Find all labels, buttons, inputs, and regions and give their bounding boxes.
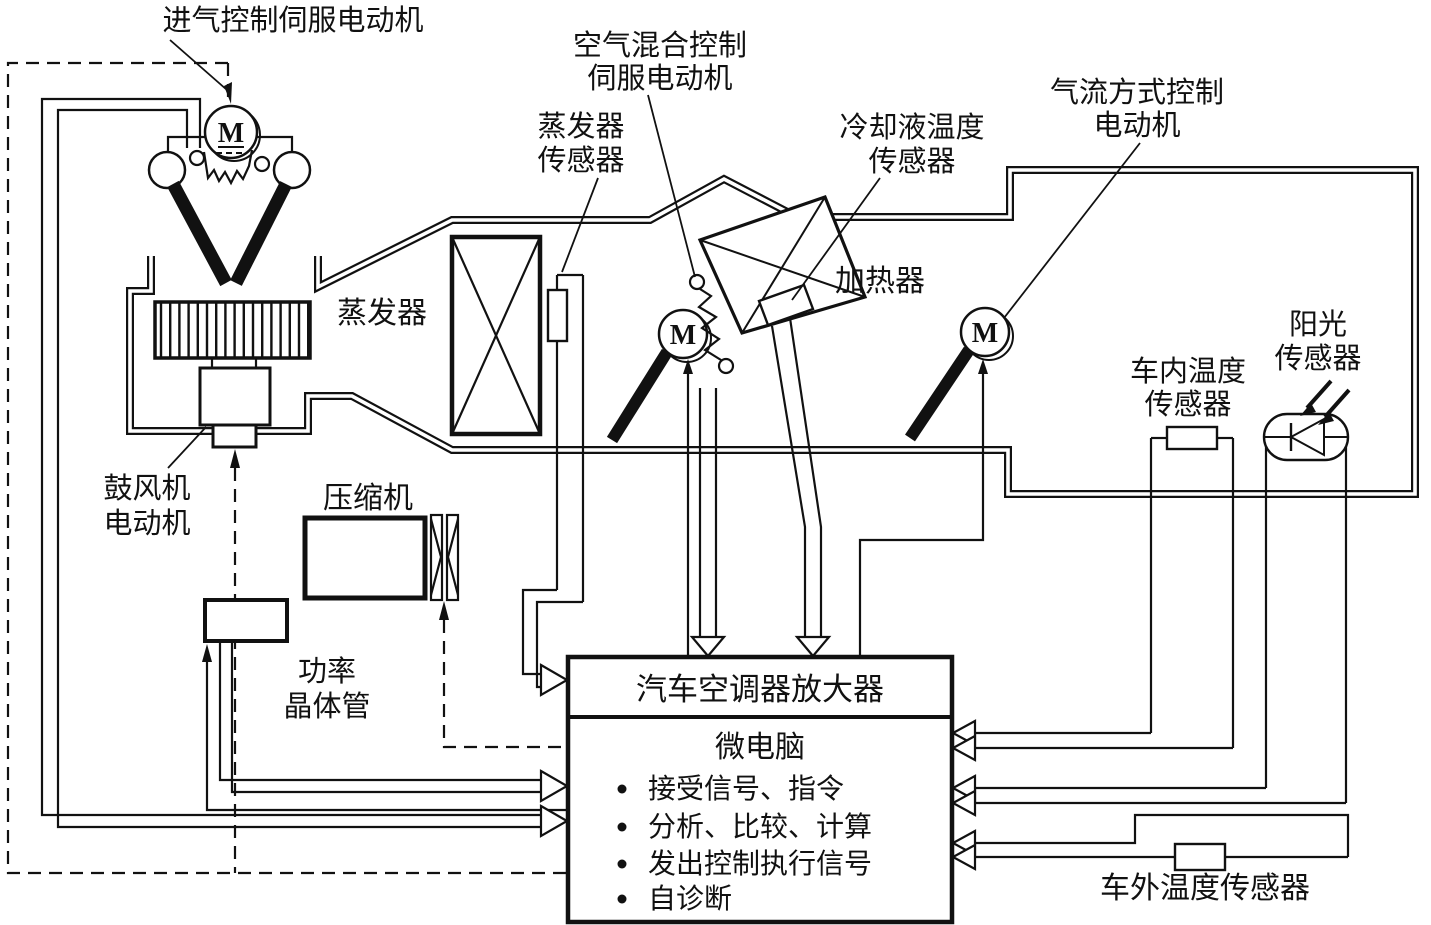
label-coolant-1: 冷却液温度 xyxy=(839,111,984,144)
evaporator-sensor-body xyxy=(546,288,569,343)
label-sun-2: 传感器 xyxy=(1274,342,1361,375)
compressor-assembly xyxy=(302,513,460,602)
air-mix-motor-symbol: M xyxy=(670,320,696,351)
arrow-to-transistor xyxy=(202,644,212,662)
heater xyxy=(697,194,868,335)
airflow-label-pointer xyxy=(1003,142,1141,319)
amp-function-3: 发出控制执行信号 xyxy=(648,848,872,880)
arrow-evaporator-sensor xyxy=(539,663,570,697)
arrow-to-clutch xyxy=(439,601,449,620)
transistor-control-line xyxy=(205,660,568,812)
arrow-to-air-mix-motor xyxy=(683,359,693,374)
arrow-to-blower xyxy=(230,449,240,468)
amplifier-box xyxy=(565,654,955,925)
sunlight-rays xyxy=(1300,379,1351,425)
label-sun-1: 阳光 xyxy=(1289,308,1347,341)
label-air-mix-1: 空气混合控制 xyxy=(573,29,747,62)
air-duct-outline xyxy=(126,166,1419,498)
label-heater: 加热器 xyxy=(835,265,925,298)
transistor-wire-2 xyxy=(230,641,543,794)
microcomputer-label: 微电脑 xyxy=(715,731,805,764)
arrow-cabin-temp-2 xyxy=(950,734,977,762)
bullet-dot-2 xyxy=(617,822,627,832)
blower-motor-tab xyxy=(211,423,258,449)
label-pointers xyxy=(167,39,1141,469)
wiring xyxy=(40,97,1350,859)
potentiometer-bottom-pivot xyxy=(717,357,735,375)
door-pivot-left xyxy=(188,149,206,167)
intake-door-flap-left xyxy=(167,180,232,287)
evaporator xyxy=(449,234,543,437)
label-transistor-2: 晶体管 xyxy=(283,690,370,723)
signal-arrows xyxy=(539,635,977,871)
intake-label-arrowhead xyxy=(224,82,232,104)
label-evap-sensor-2: 传感器 xyxy=(537,144,624,177)
compressor-body xyxy=(302,515,428,601)
label-airflow-1: 气流方式控制 xyxy=(1050,76,1224,109)
mode-door-lever xyxy=(905,346,974,442)
evap-sensor-label-pointer xyxy=(561,177,599,273)
intake-motor-circle xyxy=(203,104,259,160)
potentiometer-zigzag xyxy=(697,288,722,361)
arrow-sun-2 xyxy=(950,789,977,817)
servo-gear-sector xyxy=(202,149,254,186)
air-mix-servo-motor: M xyxy=(606,273,735,444)
transistor-wire-1 xyxy=(218,641,543,782)
arrow-to-airflow-motor xyxy=(978,359,988,374)
air-mix-label-pointer xyxy=(647,94,696,278)
arrow-outside-temp-2 xyxy=(950,843,977,871)
intake-door-flap-right xyxy=(230,181,292,286)
label-air-mix-2: 伺服电动机 xyxy=(587,62,732,95)
blower-label-pointer xyxy=(167,426,207,469)
control-arrows xyxy=(202,359,988,662)
blower-wire-outer xyxy=(40,97,543,817)
amp-function-2: 分析、比较、计算 xyxy=(648,811,872,843)
airflow-control-line xyxy=(858,372,985,657)
blower-wire-inner xyxy=(56,108,543,829)
cabin-temp-sensor-body xyxy=(1165,425,1219,451)
airflow-motor-symbol: M xyxy=(972,318,998,349)
arrow-power-transistor xyxy=(539,769,570,803)
label-outside-temp: 车外温度传感器 xyxy=(1100,872,1310,905)
label-compressor: 压缩机 xyxy=(323,482,413,515)
potentiometer-top-pivot xyxy=(688,273,706,291)
label-blower-2: 电动机 xyxy=(103,507,190,540)
arrow-blower-line xyxy=(539,804,570,838)
blower-fan xyxy=(153,300,312,360)
blower-motor xyxy=(198,366,272,427)
label-blower-1: 鼓风机 xyxy=(103,472,190,505)
coolant-label-pointer xyxy=(791,177,881,301)
intake-motor-symbol: M xyxy=(218,118,244,149)
label-cabin-1: 车内温度 xyxy=(1130,355,1246,388)
label-transistor-1: 功率 xyxy=(298,655,356,688)
intake-door-hub-left xyxy=(147,150,187,190)
bullet-dot-1 xyxy=(617,784,627,794)
bullet-dot-4 xyxy=(617,894,627,904)
arrow-coolant-feedback xyxy=(794,635,832,658)
label-intake-servo: 进气控制伺服电动机 xyxy=(162,4,423,37)
intake-door-hub-right xyxy=(272,150,312,190)
amp-function-4: 自诊断 xyxy=(648,883,732,915)
airflow-mode-motor: M xyxy=(905,306,1014,442)
coolant-temp-sensor-body xyxy=(757,283,815,327)
arrow-air-mix-feedback xyxy=(689,635,727,658)
blower-unit xyxy=(153,300,312,449)
power-transistor-body xyxy=(203,598,289,643)
label-airflow-2: 电动机 xyxy=(1093,109,1180,142)
amplifier-title: 汽车空调器放大器 xyxy=(636,672,884,707)
outside-temp-sensor-body xyxy=(1173,842,1227,872)
door-pivot-right xyxy=(253,155,271,173)
label-evap-sensor-1: 蒸发器 xyxy=(537,110,624,143)
label-coolant-2: 传感器 xyxy=(868,145,955,178)
label-evaporator: 蒸发器 xyxy=(337,297,427,330)
label-cabin-2: 传感器 xyxy=(1144,388,1231,421)
sunlight-sensor xyxy=(1262,379,1351,462)
amp-function-1: 接受信号、指令 xyxy=(648,773,844,805)
bullet-dot-3 xyxy=(617,859,627,869)
intake-servo-assembly: M xyxy=(147,104,312,287)
air-mix-door-lever xyxy=(606,348,673,444)
clutch-control-dashed-line xyxy=(442,620,566,749)
